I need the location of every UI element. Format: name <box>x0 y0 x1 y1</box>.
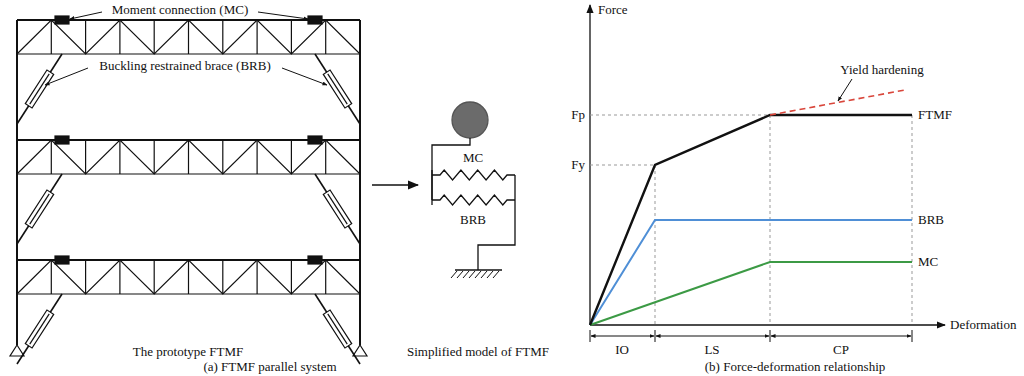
ground-hatch <box>469 271 475 278</box>
subfigure-caption: (a) FTMF parallel system <box>203 360 336 374</box>
transform-arrow <box>372 184 418 186</box>
spring-label: BRB <box>460 213 486 227</box>
annotation-label: Yield hardening <box>840 63 923 77</box>
hardening-line <box>770 90 905 115</box>
axis-value: Fy <box>571 158 585 172</box>
ground-hatch <box>475 271 481 278</box>
moment-connection <box>308 256 322 264</box>
axis-value: Fp <box>571 108 585 122</box>
stage-brackets <box>591 336 911 337</box>
moment-connection <box>308 136 322 144</box>
stage-label: LS <box>704 343 719 357</box>
ftmf-curve <box>590 115 912 325</box>
lumped-mass <box>452 102 488 138</box>
pin-support <box>10 345 24 356</box>
mc-curve <box>590 262 912 325</box>
leader-line <box>70 12 102 19</box>
brb-brace <box>315 54 360 124</box>
leader-line <box>282 68 327 85</box>
ground-line <box>455 269 502 271</box>
truss-beam <box>17 20 360 54</box>
spring-symbol <box>432 195 515 205</box>
brb-brace <box>17 174 62 244</box>
brb-curve <box>590 220 912 325</box>
figure-label: The prototype FTMF <box>133 345 244 359</box>
axis-title: Force <box>598 3 628 17</box>
brb-brace <box>315 294 360 364</box>
callout-label: Moment connection (MC) <box>112 3 248 17</box>
stage-label: IO <box>615 343 629 357</box>
leader-line <box>838 79 852 101</box>
axis-title: Deformation <box>950 318 1016 332</box>
curve-label: FTMF <box>918 108 952 122</box>
curve-label: MC <box>918 255 938 269</box>
ground-hatch <box>451 271 457 278</box>
curve-label: BRB <box>918 213 944 227</box>
model-link <box>432 138 470 200</box>
moment-connection <box>308 16 322 24</box>
leader-line <box>258 12 308 19</box>
ground-hatch <box>487 271 493 278</box>
brb-brace <box>315 174 360 244</box>
figure-label: Simplified model of FTMF <box>407 345 549 359</box>
subfigure-caption: (b) Force-deformation relationship <box>705 360 886 374</box>
ground-hatch <box>463 271 469 278</box>
ground-hatch <box>481 271 487 278</box>
moment-connection <box>55 136 69 144</box>
pin-support <box>353 345 367 356</box>
frame-illustration <box>10 12 367 364</box>
truss-beam <box>17 140 360 174</box>
x-axis <box>590 324 945 325</box>
ground-hatch <box>457 271 463 278</box>
force-deformation-chart <box>590 5 945 342</box>
spring-label: MC <box>463 151 483 165</box>
brb-brace <box>17 294 62 364</box>
stage-ticks <box>590 330 912 342</box>
leader-line <box>45 68 88 85</box>
column <box>16 20 18 345</box>
spring-symbol <box>432 170 515 180</box>
moment-connection <box>55 256 69 264</box>
callout-label: Buckling restrained brace (BRB) <box>99 59 270 73</box>
guide-lines <box>590 115 912 325</box>
truss-beam <box>17 260 360 294</box>
column <box>359 20 361 345</box>
moment-connection <box>55 16 69 24</box>
ground-hatch <box>493 271 499 278</box>
brb-brace <box>17 54 62 124</box>
simplified-model <box>372 102 515 278</box>
stage-label: CP <box>833 343 849 357</box>
